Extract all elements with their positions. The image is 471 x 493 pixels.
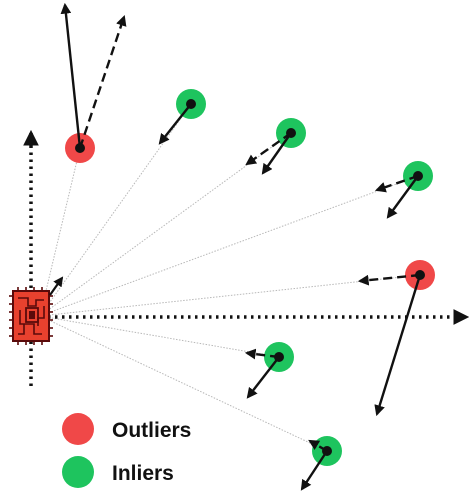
dashed-velocity-arrow-p6-0 (244, 348, 280, 360)
center-dot-p6 (274, 352, 284, 362)
dashed-velocity-arrow-p5-0 (357, 273, 421, 286)
sensor-ray-p7 (39, 315, 328, 452)
legend-outliers-label: Outliers (112, 419, 191, 442)
legend-outlier-swatch (62, 413, 94, 445)
sensor-ray-p5 (39, 274, 421, 317)
velocity-arrows (60, 2, 422, 491)
solid-velocity-arrow-p6-1 (246, 356, 280, 399)
legend-inliers-label: Inliers (112, 462, 174, 485)
radar-chip-icon (9, 287, 53, 345)
center-dot-p3 (286, 128, 296, 138)
legend: Outliers Inliers (62, 413, 191, 488)
dashed-velocity-arrow-p1-1 (78, 14, 127, 149)
solid-velocity-arrow-p7-1 (300, 450, 329, 491)
center-dot-p2 (186, 99, 196, 109)
solid-velocity-arrow-p3-1 (261, 132, 292, 175)
solid-velocity-arrow-p5-1 (374, 274, 422, 417)
dashed-velocity-arrow-p4-0 (374, 174, 419, 193)
sensor-ray-p2 (39, 103, 192, 317)
sensor-velocity-arrow (49, 276, 64, 296)
sensor-ray-p4 (39, 175, 419, 317)
solid-velocity-arrow-p1-0 (60, 2, 82, 149)
legend-inlier-swatch (62, 456, 94, 488)
center-dot-p4 (413, 171, 423, 181)
sensor-ray-p6 (39, 315, 280, 358)
center-dot-p5 (415, 270, 425, 280)
detection-center-dots (75, 99, 425, 456)
center-dot-p1 (75, 143, 85, 153)
sensor-ray-lines (39, 103, 421, 452)
sensor-axes (20, 129, 470, 386)
dashed-velocity-arrow-p3-0 (245, 132, 292, 166)
solid-velocity-arrow-p4-1 (386, 175, 419, 219)
center-dot-p7 (322, 446, 332, 456)
solid-velocity-arrow-p2-0 (158, 103, 192, 145)
